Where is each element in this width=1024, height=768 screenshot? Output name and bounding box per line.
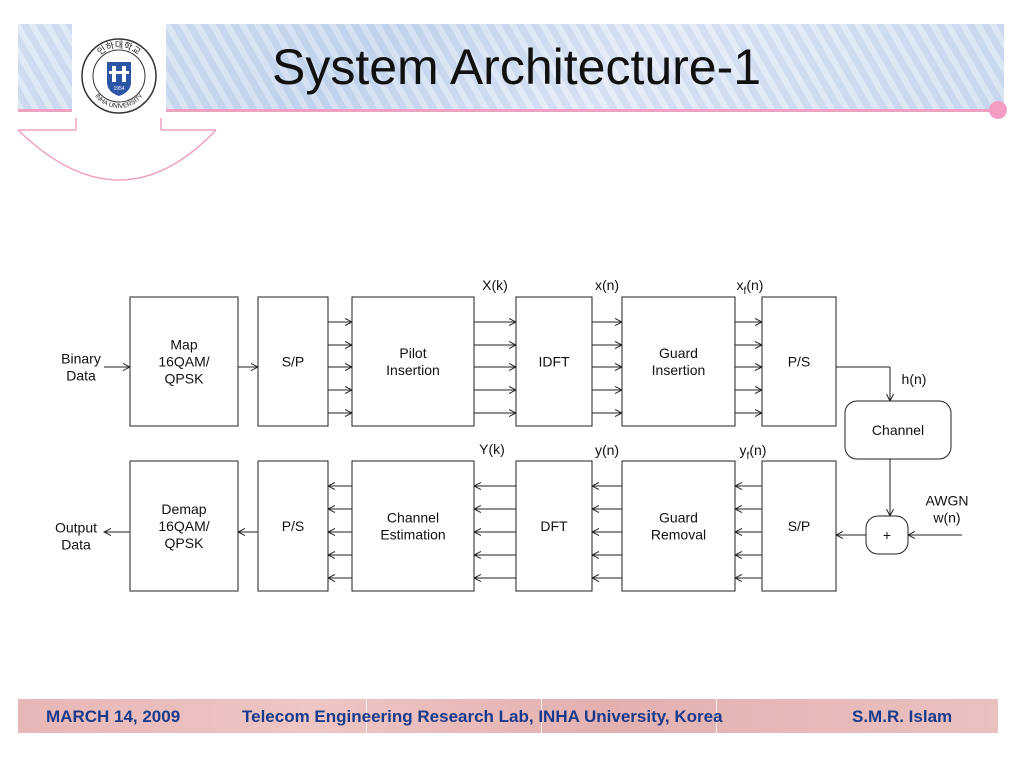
block-guard_rem-box	[621, 460, 736, 592]
block-channel-box	[844, 400, 952, 460]
block-sp_rx-label-line-1: S/P	[788, 518, 811, 534]
seal-year: 1954	[113, 86, 124, 92]
block-ps_rx-label-line-1: P/S	[282, 518, 305, 534]
header-dot	[989, 101, 1007, 119]
footer-divider	[716, 699, 717, 733]
signal-label-yn: y(n)	[595, 442, 619, 458]
input-label-line-1: Binary	[61, 350, 101, 366]
block-demap-label-line-1: Demap	[161, 501, 206, 517]
block-map-label-line-1: Map	[170, 336, 197, 352]
block-map-box	[129, 296, 239, 427]
block-pilot-label-line-1: Pilot	[399, 345, 426, 361]
block-demap-label-line-3: QPSK	[165, 535, 205, 551]
block-idft: IDFT	[515, 296, 593, 427]
block-guard_ins-label-line-1: Guard	[659, 345, 698, 361]
inha-university-seal-icon: 인하대학교 INHA UNIVERSITY 1954	[81, 38, 157, 114]
block-guard_ins-label-line-2: Insertion	[652, 362, 706, 378]
awgn-label-line-1: AWGN	[925, 492, 968, 508]
block-ps_rx-box	[257, 460, 329, 592]
signal-label-hn: h(n)	[902, 371, 927, 387]
block-chest-box	[351, 460, 475, 592]
block-sp_rx-box	[761, 460, 837, 592]
signal-label-yfn: yf(n)	[740, 442, 767, 462]
block-guard_rem-label-line-2: Removal	[651, 526, 706, 542]
block-demap-box	[129, 460, 239, 592]
block-adder: +	[865, 515, 909, 555]
footer-divider	[366, 699, 367, 733]
footer-divider	[541, 699, 542, 733]
block-guard_ins-box	[621, 296, 736, 427]
block-channel-label-line-1: Channel	[872, 422, 924, 438]
block-map-label-line-2: 16QAM/	[158, 353, 209, 369]
seal-text-top: 인하대학교	[95, 40, 142, 57]
block-ps_tx: P/S	[761, 296, 837, 427]
block-idft-label-line-1: IDFT	[538, 353, 570, 369]
block-pilot-box	[351, 296, 475, 427]
signal-label-xn: x(n)	[595, 277, 619, 293]
footer-date: MARCH 14, 2009	[46, 707, 181, 726]
decorative-arc	[17, 118, 217, 181]
output-label-line-2: Data	[61, 536, 91, 552]
signal-label-xfn: xf(n)	[737, 277, 764, 297]
slide-title: System Architecture-1	[272, 39, 762, 95]
block-dft-box	[515, 460, 593, 592]
footer-bar: MARCH 14, 2009 Telecom Engineering Resea…	[18, 699, 998, 733]
block-chest-label-line-1: Channel	[387, 509, 439, 525]
block-ps_tx-box	[761, 296, 837, 427]
input-label-line-2: Data	[66, 367, 96, 383]
output-label-line-1: Output	[55, 519, 97, 535]
block-idft-box	[515, 296, 593, 427]
block-map-label-line-3: QPSK	[165, 370, 205, 386]
block-guard_rem-label-line-1: Guard	[659, 509, 698, 525]
block-channel: Channel	[844, 400, 952, 460]
block-chest-label-line-2: Estimation	[380, 526, 445, 542]
header-divider	[18, 109, 998, 112]
signal-label-Xk: X(k)	[482, 277, 508, 293]
block-sp_tx: S/P	[257, 296, 329, 427]
header-band	[18, 24, 1004, 110]
block-dft-label-line-1: DFT	[540, 518, 568, 534]
block-dft: DFT	[515, 460, 593, 592]
block-demap-label-line-2: 16QAM/	[158, 518, 209, 534]
signal-label-Yk: Y(k)	[479, 441, 505, 457]
block-sp_rx: S/P	[761, 460, 837, 592]
awgn-label-line-2: w(n)	[932, 509, 960, 525]
block-sp_tx-box	[257, 296, 329, 427]
block-sp_tx-label-line-1: S/P	[282, 353, 305, 369]
footer-author: S.M.R. Islam	[852, 707, 953, 726]
block-adder-box	[865, 515, 909, 555]
block-adder-label-line-1: +	[883, 527, 891, 543]
block-pilot-label-line-2: Insertion	[386, 362, 440, 378]
footer-lab: Telecom Engineering Research Lab, INHA U…	[242, 707, 723, 726]
block-ps_rx: P/S	[257, 460, 329, 592]
block-ps_tx-label-line-1: P/S	[788, 353, 811, 369]
